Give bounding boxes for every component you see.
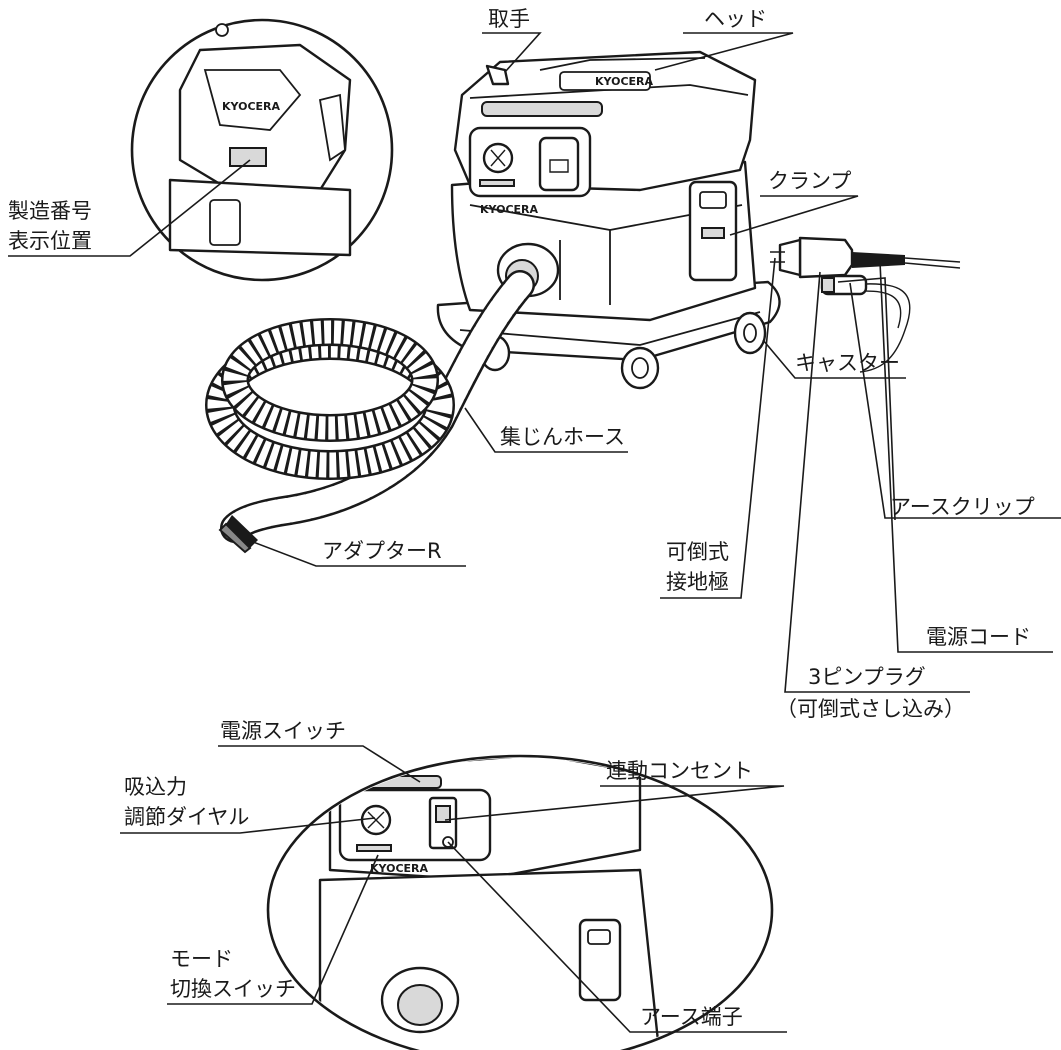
label-earth-terminal: アース端子: [640, 1005, 743, 1029]
label-serial-line1: 製造番号: [8, 199, 92, 223]
svg-text:KYOCERA: KYOCERA: [455, 737, 508, 748]
caster-wheels: [479, 311, 767, 390]
serial-detail-inset: KYOCERA: [130, 18, 394, 282]
label-ground-line1: 可倒式: [666, 540, 729, 564]
label-mode-line1: モード: [170, 947, 233, 971]
label-power-switch: 電源スイッチ: [220, 719, 346, 743]
adapter-r: [218, 515, 258, 554]
label-3pin-plug-note: （可倒式さし込み）: [776, 697, 965, 721]
label-clamp: クランプ: [768, 169, 852, 193]
svg-text:KYOCERA: KYOCERA: [222, 100, 281, 113]
control-panel-detail: KYOCERA KYOCERA: [266, 737, 774, 1050]
label-head: ヘッド: [704, 7, 767, 31]
label-ground-line2: 接地極: [666, 570, 729, 594]
svg-text:KYOCERA: KYOCERA: [370, 862, 429, 875]
label-linked-outlet: 連動コンセント: [606, 759, 753, 783]
label-handle: 取手: [488, 7, 530, 31]
label-earth-clip: アースクリップ: [890, 495, 1035, 519]
label-mode-line2: 切換スイッチ: [170, 977, 296, 1001]
label-3pin-plug: 3ピンプラグ: [808, 665, 926, 689]
label-dial-line2: 調節ダイヤル: [124, 805, 250, 829]
label-dial-line1: 吸込力: [124, 775, 187, 799]
svg-text:KYOCERA: KYOCERA: [480, 203, 539, 216]
label-power-cord: 電源コード: [926, 625, 1031, 649]
power-cord-and-plug: [770, 236, 961, 373]
label-serial-line2: 表示位置: [8, 229, 92, 253]
svg-text:KYOCERA: KYOCERA: [595, 75, 654, 88]
clamp-latch: [688, 180, 738, 282]
label-adapter-r: アダプターR: [322, 539, 442, 563]
label-caster: キャスター: [795, 351, 900, 375]
dust-hose: [205, 270, 535, 554]
leader-lines: [8, 32, 1061, 1033]
label-hose: 集じんホース: [500, 425, 625, 449]
